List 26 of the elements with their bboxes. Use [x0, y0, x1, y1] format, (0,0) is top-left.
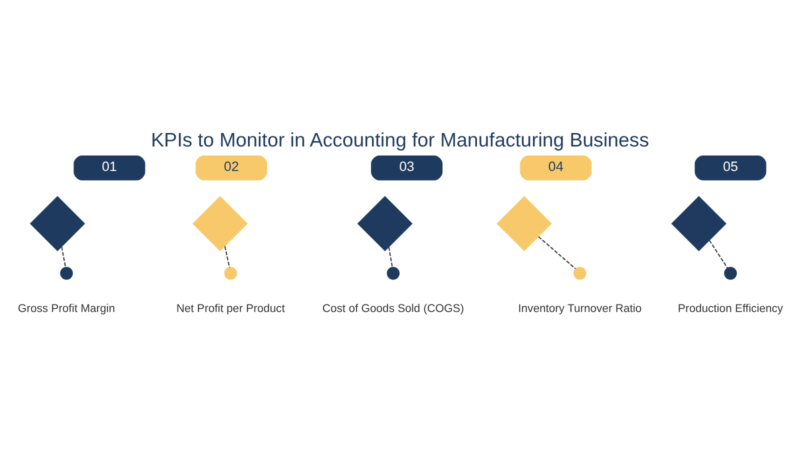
node-diamond	[357, 195, 413, 251]
connector	[708, 240, 728, 268]
node-diamond	[671, 195, 726, 251]
node-label: Inventory Turnover Ratio	[518, 302, 642, 315]
connector	[388, 246, 393, 267]
node-circle	[386, 266, 400, 280]
node-box: 02	[196, 154, 268, 180]
connector	[61, 246, 66, 267]
node-label: Cost of Goods Sold (COGS)	[322, 302, 464, 315]
node-box: 01	[74, 154, 146, 180]
node-circle	[574, 266, 586, 280]
node-box: 05	[694, 154, 766, 180]
node-box: 04	[520, 154, 592, 180]
node-box: 03	[371, 154, 443, 180]
node-circle	[224, 266, 238, 280]
node-label: Net Profit per Product	[176, 302, 285, 315]
connector	[538, 236, 576, 269]
node-diamond	[30, 195, 86, 251]
node-circle	[724, 266, 737, 280]
node-diamond	[192, 195, 248, 251]
node-label: Production Efficiency	[678, 302, 784, 315]
connector	[224, 246, 230, 267]
node-diamond	[496, 195, 552, 251]
diagram-title: KPIs to Monitor in Accounting for Manufacturing Business	[150, 129, 650, 152]
node-circle	[60, 266, 73, 280]
node-label: Gross Profit Margin	[18, 302, 116, 315]
